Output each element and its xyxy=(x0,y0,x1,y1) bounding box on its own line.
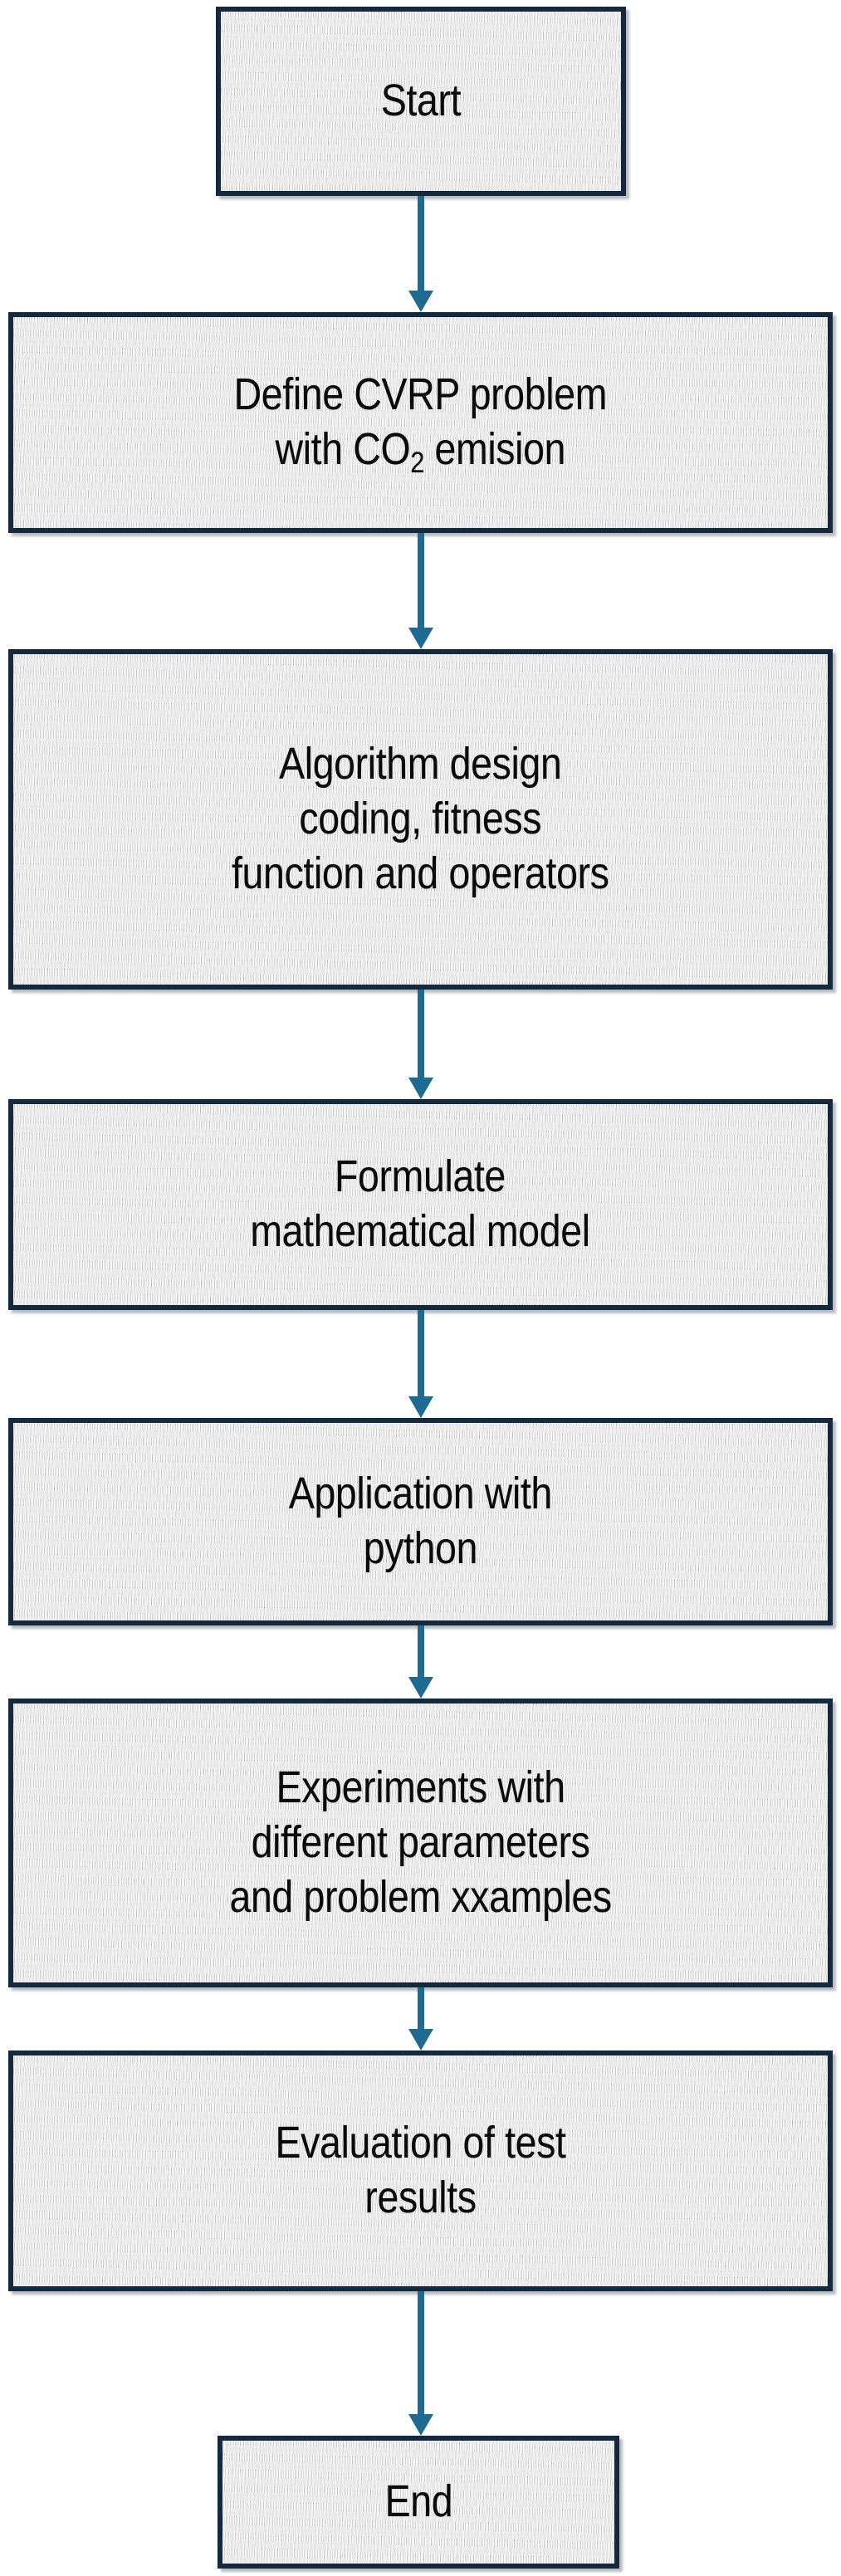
flow-node-application-python-label: Application with python xyxy=(288,1469,553,1573)
arrow-head-icon xyxy=(408,1396,433,1418)
flow-node-evaluation-label: Evaluation of test results xyxy=(275,2118,566,2222)
flow-arrow-experiments-to-evaluation xyxy=(408,1987,433,2051)
arrow-head-icon xyxy=(408,2414,433,2436)
arrow-shaft xyxy=(418,196,424,292)
arrow-shaft xyxy=(418,1625,424,1679)
flow-node-end[interactable]: End xyxy=(218,2436,619,2569)
define-problem-line2-post: emision xyxy=(424,424,566,474)
flow-node-start[interactable]: Start xyxy=(216,7,626,196)
arrow-head-icon xyxy=(408,1078,433,1099)
flow-node-experiments-label: Experiments with different parameters an… xyxy=(229,1762,612,1922)
arrow-shaft xyxy=(418,1310,424,1398)
define-problem-line1: Define CVRP problem xyxy=(233,369,608,420)
flow-arrow-evaluation-to-end xyxy=(408,2291,433,2436)
flow-arrow-formulate-model-to-application-python xyxy=(408,1310,433,1418)
flow-node-evaluation[interactable]: Evaluation of test results xyxy=(8,2051,833,2291)
flow-node-experiments[interactable]: Experiments with different parameters an… xyxy=(8,1699,833,1987)
arrow-shaft xyxy=(418,2291,424,2416)
arrow-head-icon xyxy=(408,1677,433,1699)
flow-arrow-start-to-define-problem xyxy=(408,196,433,312)
flow-node-end-label: End xyxy=(384,2476,452,2527)
flow-node-application-python[interactable]: Application with python xyxy=(8,1418,833,1625)
flow-arrow-algorithm-design-to-formulate-model xyxy=(408,990,433,1099)
define-problem-line2-subscript: 2 xyxy=(410,445,425,479)
flow-arrow-application-python-to-experiments xyxy=(408,1625,433,1699)
flow-node-algorithm-design-label: Algorithm design coding, fitness functio… xyxy=(232,739,609,898)
arrow-head-icon xyxy=(408,628,433,649)
arrow-shaft xyxy=(418,1987,424,2031)
arrow-shaft xyxy=(418,990,424,1079)
flow-node-algorithm-design[interactable]: Algorithm design coding, fitness functio… xyxy=(8,649,833,990)
arrow-head-icon xyxy=(408,2029,433,2051)
arrow-head-icon xyxy=(408,291,433,312)
flow-node-formulate-model-label: Formulate mathematical model xyxy=(250,1151,591,1256)
define-problem-line2-pre: with CO xyxy=(275,424,411,474)
flow-node-start-label: Start xyxy=(380,76,462,126)
arrow-shaft xyxy=(418,533,424,629)
flow-node-formulate-model[interactable]: Formulate mathematical model xyxy=(8,1099,833,1310)
flow-arrow-define-problem-to-algorithm-design xyxy=(408,533,433,649)
